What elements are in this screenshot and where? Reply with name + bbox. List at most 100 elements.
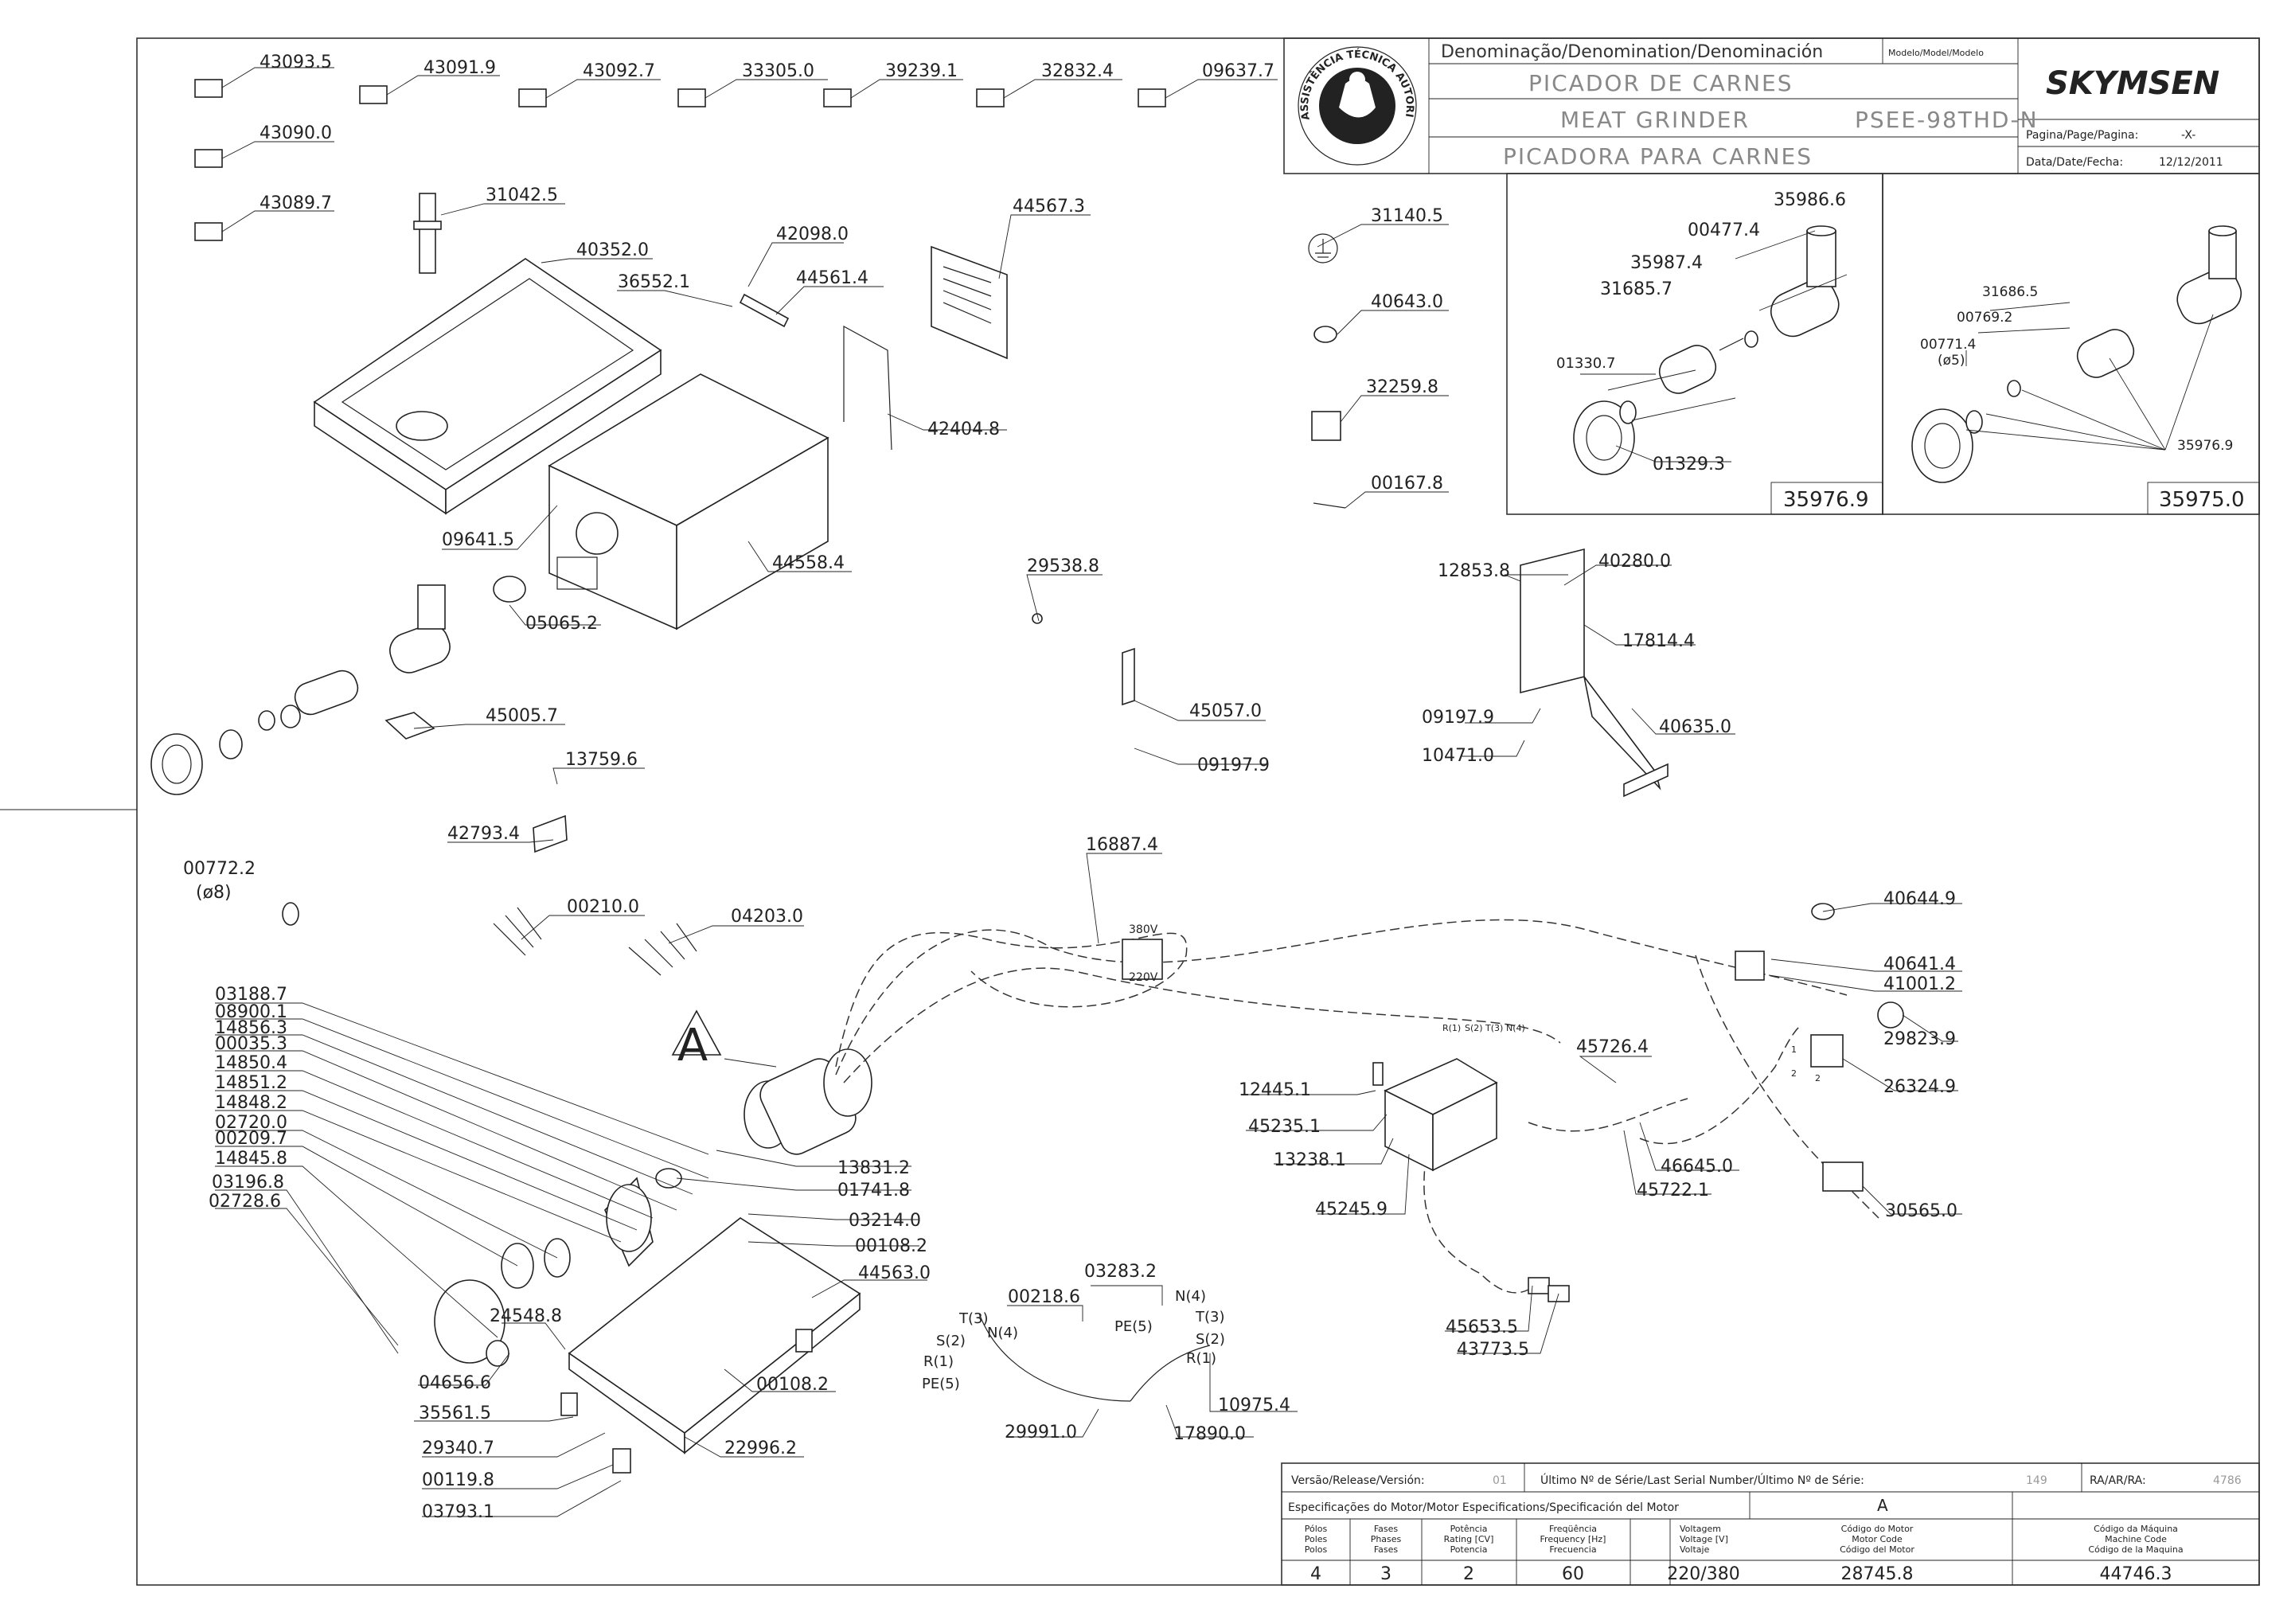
sheet-frame bbox=[136, 37, 2260, 1586]
name-es: PICADORA PARA CARNES bbox=[1503, 143, 1813, 170]
part-label: 45653.5 bbox=[1446, 1318, 1518, 1337]
part-label: 04203.0 bbox=[731, 907, 803, 927]
part-label: 41001.2 bbox=[1883, 974, 1956, 994]
wire-label: T(3) bbox=[958, 1310, 989, 1327]
part-label: 26324.9 bbox=[1883, 1077, 1956, 1097]
part-label: 09637.7 bbox=[1202, 61, 1274, 81]
part-label: 35561.5 bbox=[419, 1403, 491, 1423]
release-label: Versão/Release/Versión: bbox=[1291, 1474, 1425, 1487]
col-header: Código do Motor bbox=[1841, 1524, 1914, 1534]
part-label: 03214.0 bbox=[849, 1211, 921, 1231]
part-label: 42404.8 bbox=[927, 420, 1000, 439]
detail-label: 35976.9 bbox=[2177, 438, 2233, 454]
part-label: 10975.4 bbox=[1218, 1396, 1290, 1415]
motor-voltage: 220/380 bbox=[1667, 1564, 1739, 1584]
title-block: Denominação/Denomination/Denominación Mo… bbox=[0, 0, 2260, 174]
part-label: 24548.8 bbox=[490, 1306, 562, 1326]
detail-label: 31685.7 bbox=[1600, 279, 1672, 299]
brand-logo: SKYMSEN bbox=[2046, 65, 2219, 102]
part-label: 00108.2 bbox=[855, 1236, 927, 1256]
col-header: Motor Code bbox=[1852, 1534, 1903, 1544]
wire-label: S(2) bbox=[1196, 1331, 1225, 1348]
part-label: 44567.3 bbox=[1013, 197, 1085, 217]
part-label: 43092.7 bbox=[583, 61, 655, 81]
parts-drawings: A bbox=[150, 79, 1904, 1474]
part-label: 40644.9 bbox=[1883, 889, 1956, 909]
part-label: 31042.5 bbox=[486, 185, 558, 205]
part-label: 12445.1 bbox=[1239, 1080, 1311, 1100]
part-label: 14845.8 bbox=[215, 1149, 287, 1169]
part-label: 40280.0 bbox=[1598, 552, 1671, 572]
serial-label: Último Nº de Série/Last Serial Number/Úl… bbox=[1540, 1473, 1864, 1487]
detail-label: 31686.5 bbox=[1982, 284, 2038, 300]
col-header: Código del Motor bbox=[1840, 1544, 1914, 1555]
part-label: 29991.0 bbox=[1005, 1423, 1077, 1442]
part-label: 02720.0 bbox=[215, 1113, 287, 1133]
switch-terminal: 2 bbox=[1815, 1073, 1821, 1083]
part-label: (ø8) bbox=[196, 883, 232, 903]
part-label: 31140.5 bbox=[1371, 206, 1443, 226]
part-label: 00035.3 bbox=[215, 1034, 287, 1054]
part-label: 14848.2 bbox=[215, 1093, 287, 1113]
col-header: Potencia bbox=[1450, 1544, 1488, 1555]
part-label: 08900.1 bbox=[215, 1002, 287, 1022]
wire-label: R(1) bbox=[1442, 1023, 1461, 1033]
part-label: 03196.8 bbox=[212, 1173, 284, 1193]
part-label: 43093.5 bbox=[260, 53, 332, 72]
detail-label: 00771.4 bbox=[1920, 337, 1976, 353]
detail-code-2: 35975.0 bbox=[2159, 488, 2245, 512]
motor-rating: 2 bbox=[1463, 1564, 1474, 1584]
col-header: Fases bbox=[1374, 1544, 1399, 1555]
part-label: 02728.6 bbox=[209, 1192, 281, 1212]
wire-label: S(2) bbox=[936, 1333, 966, 1349]
part-label: 13238.1 bbox=[1274, 1150, 1346, 1170]
part-label: 32832.4 bbox=[1041, 61, 1114, 81]
wire-label: PE(5) bbox=[922, 1376, 960, 1392]
detail-views: 35976.9 35975.0 bbox=[1506, 173, 2260, 515]
part-label: 16887.4 bbox=[1086, 835, 1158, 855]
page-value: -X- bbox=[2181, 129, 2195, 142]
part-label: 32259.8 bbox=[1366, 377, 1438, 397]
col-header: Freqüência bbox=[1549, 1524, 1597, 1534]
ra-value: 4786 bbox=[2213, 1474, 2242, 1487]
leader-lines bbox=[215, 67, 2071, 1517]
wire-label: R(1) bbox=[923, 1353, 954, 1370]
part-label: 01741.8 bbox=[837, 1181, 910, 1200]
part-label: 33305.0 bbox=[742, 61, 814, 81]
detail-label: 35987.4 bbox=[1630, 253, 1703, 273]
part-label: 45245.9 bbox=[1315, 1200, 1388, 1220]
machine-code: 44746.3 bbox=[2100, 1564, 2172, 1584]
part-label: 13759.6 bbox=[565, 750, 638, 770]
wire-label: T(3) bbox=[1485, 1023, 1503, 1033]
part-label: 42793.4 bbox=[447, 824, 520, 844]
part-label: 43773.5 bbox=[1457, 1340, 1529, 1360]
col-header: Voltage [V] bbox=[1680, 1534, 1728, 1544]
part-label: 30565.0 bbox=[1885, 1201, 1957, 1221]
model-header: Modelo/Model/Modelo bbox=[1888, 48, 1984, 58]
part-label: 14856.3 bbox=[215, 1018, 287, 1038]
switch-terminal: 2 bbox=[1791, 1068, 1797, 1079]
voltage-label: 380V bbox=[1129, 923, 1158, 936]
part-labels: 43093.5 43091.9 43092.7 33305.0 39239.1 … bbox=[183, 53, 2233, 1522]
wire-label: N(4) bbox=[987, 1325, 1018, 1341]
part-label: 03793.1 bbox=[422, 1502, 494, 1522]
part-label: 00210.0 bbox=[567, 897, 639, 917]
motor-frequency: 60 bbox=[1562, 1564, 1584, 1584]
part-label: 40643.0 bbox=[1371, 292, 1443, 312]
model-code: PSEE-98THD-N bbox=[1855, 107, 2039, 133]
page-label: Pagina/Page/Pagina: bbox=[2026, 129, 2138, 142]
part-label: 00167.8 bbox=[1371, 474, 1443, 494]
motor-code: 28745.8 bbox=[1841, 1564, 1914, 1584]
detail-label: 35986.6 bbox=[1774, 190, 1846, 210]
part-label: 44558.4 bbox=[772, 553, 845, 573]
part-label: 22996.2 bbox=[724, 1439, 797, 1458]
col-header: Poles bbox=[1305, 1534, 1328, 1544]
part-label: 05065.2 bbox=[525, 614, 598, 634]
col-header: Machine Code bbox=[2105, 1534, 2167, 1544]
release-table: Versão/Release/Versión: 01 Último Nº de … bbox=[1281, 1462, 2260, 1586]
part-label: 44561.4 bbox=[796, 268, 868, 288]
col-header: Frequency [Hz] bbox=[1540, 1534, 1606, 1544]
detail-1-drawing bbox=[1573, 225, 1840, 475]
release-value: 01 bbox=[1493, 1474, 1507, 1487]
